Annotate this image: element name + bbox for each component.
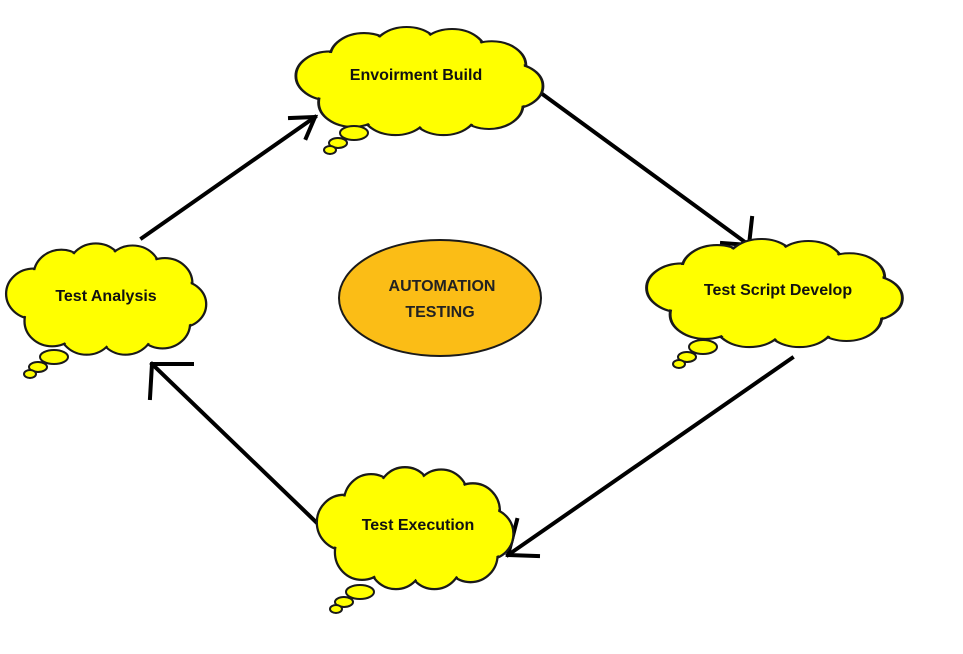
node-label-test-script-develop: Test Script Develop xyxy=(704,282,852,299)
center-label-line1: AUTOMATION xyxy=(389,278,496,295)
node-label-test-analysis: Test Analysis xyxy=(55,288,156,305)
center-automation-testing: AUTOMATION TESTING xyxy=(338,239,542,357)
node-test-script-develop: Test Script Develop xyxy=(645,237,904,369)
node-test-analysis: Test Analysis xyxy=(4,242,208,379)
arrow-script-to-execution xyxy=(505,355,795,559)
center-ellipse xyxy=(338,239,542,357)
node-label-environment-build: Envoirment Build xyxy=(350,67,482,84)
node-environment-build: Envoirment Build xyxy=(294,25,545,155)
arrow-build-to-script xyxy=(531,85,755,248)
node-label-test-execution: Test Execution xyxy=(362,517,475,534)
arrow-analysis-to-build xyxy=(139,114,319,241)
center-label-line2: TESTING xyxy=(405,304,474,321)
arrow-execution-to-analysis xyxy=(147,361,319,525)
node-test-execution: Test Execution xyxy=(315,466,515,614)
